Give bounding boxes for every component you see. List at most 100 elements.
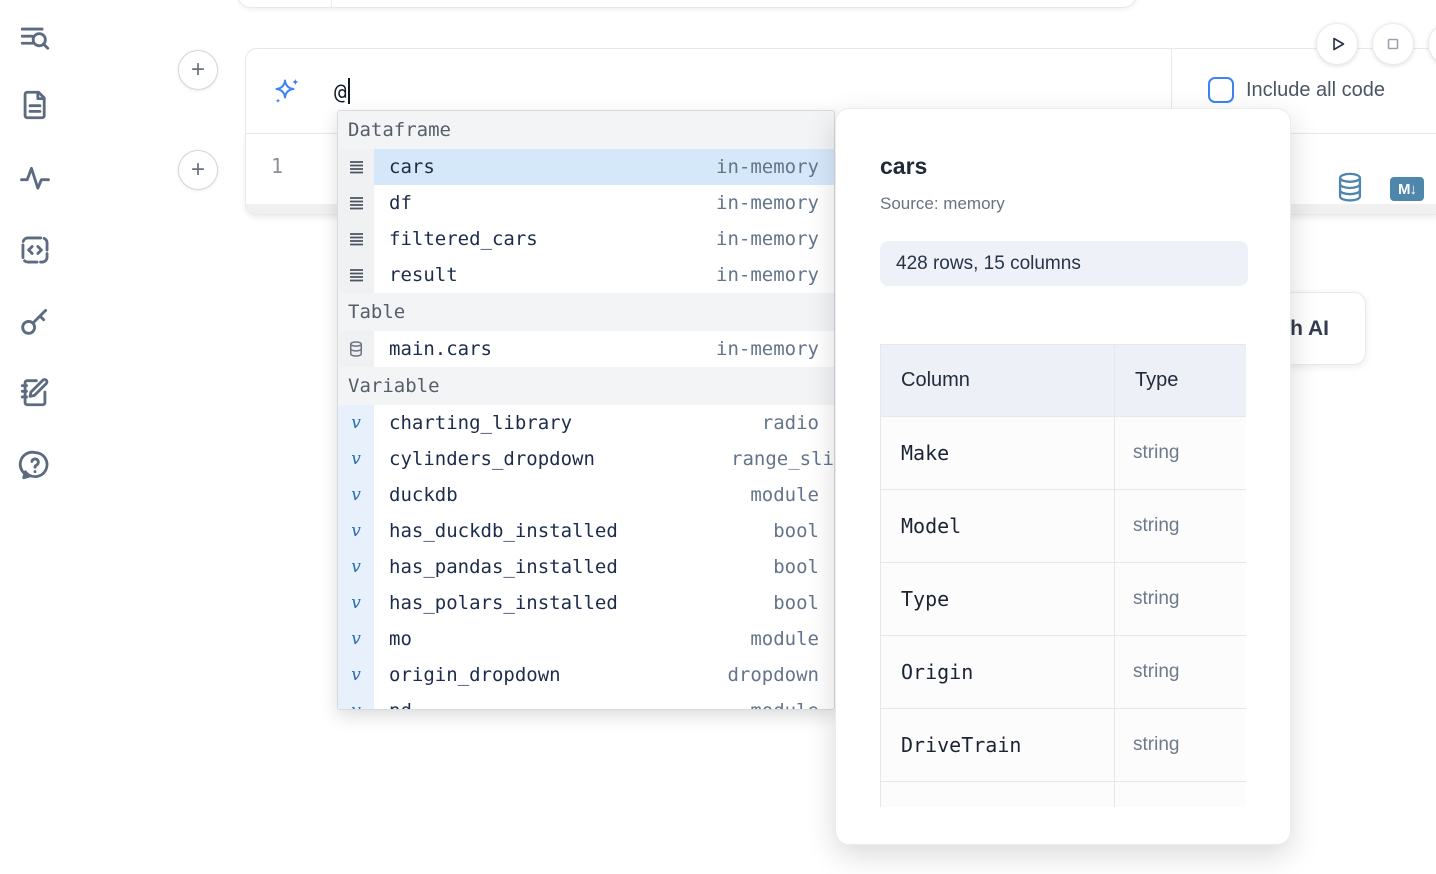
- table-row-clipped: [880, 781, 1246, 807]
- variable-icon: v: [338, 513, 374, 549]
- item-type: dropdown: [727, 664, 819, 686]
- variable-icon: v: [338, 405, 374, 441]
- add-cell-button[interactable]: +: [178, 150, 218, 190]
- autocomplete-item-cars[interactable]: cars in-memory: [338, 149, 834, 185]
- column-header: Column: [880, 344, 1115, 417]
- item-name: charting_library: [389, 412, 573, 434]
- column-type-cell: string: [1114, 416, 1246, 490]
- activity-icon[interactable]: [18, 162, 52, 196]
- item-name: duckdb: [389, 484, 458, 506]
- item-type: in-memory: [716, 156, 819, 178]
- variable-icon: v: [338, 657, 374, 693]
- stop-icon: [1387, 38, 1399, 50]
- table-database-icon: [338, 331, 374, 367]
- variable-icon: v: [338, 693, 374, 709]
- item-type: bool: [773, 520, 819, 542]
- item-type: module: [750, 700, 834, 709]
- ai-prompt-input[interactable]: @: [334, 75, 350, 109]
- type-header: Type: [1114, 344, 1246, 417]
- table-row: DriveTrain string: [880, 708, 1246, 782]
- autocomplete-item-mo[interactable]: v mo module: [338, 621, 834, 657]
- shape-badge: 428 rows, 15 columns: [880, 241, 1248, 286]
- item-name: cylinders_dropdown: [389, 448, 595, 470]
- include-all-code-label[interactable]: Include all code: [1246, 79, 1385, 101]
- variable-icon: v: [338, 549, 374, 585]
- text-caret: [347, 78, 350, 104]
- column-type-cell: string: [1114, 489, 1246, 563]
- line-number: 1: [271, 154, 284, 178]
- autocomplete-item-cylinders-dropdown[interactable]: v cylinders_dropdown range_sli: [338, 441, 834, 477]
- column-name-cell: DriveTrain: [880, 708, 1115, 782]
- column-type-cell: string: [1114, 708, 1246, 782]
- variable-icon: v: [338, 477, 374, 513]
- table-row: Make string: [880, 416, 1246, 490]
- dataframe-icon: [338, 185, 374, 221]
- dataframe-icon: [338, 257, 374, 293]
- autocomplete-item-main-cars[interactable]: main.cars in-memory: [338, 331, 834, 367]
- help-chat-icon[interactable]: [18, 448, 52, 482]
- item-name: result: [389, 264, 458, 286]
- schema-table-wrap: Column Type Make string Model string Typ…: [880, 344, 1246, 807]
- markdown-icon[interactable]: M↓: [1390, 177, 1424, 201]
- list-search-icon[interactable]: [18, 22, 52, 56]
- item-type: module: [750, 628, 819, 650]
- dataframe-icon: [338, 221, 374, 257]
- autocomplete-item-charting-library[interactable]: v charting_library radio: [338, 405, 834, 441]
- item-name: has_duckdb_installed: [389, 520, 618, 542]
- autocomplete-item-origin-dropdown[interactable]: v origin_dropdown dropdown: [338, 657, 834, 693]
- column-name-cell: Type: [880, 562, 1115, 636]
- item-name: df: [389, 192, 412, 214]
- stop-button[interactable]: [1372, 23, 1414, 65]
- include-all-code-checkbox[interactable]: [1208, 77, 1234, 103]
- item-name: pd: [374, 700, 412, 709]
- panel-divider: [1171, 49, 1172, 133]
- database-icon[interactable]: [1336, 172, 1364, 202]
- play-icon: [1333, 37, 1345, 51]
- autocomplete-item-clipped[interactable]: v pd module: [338, 693, 834, 709]
- sidebar: [0, 0, 70, 874]
- item-type: in-memory: [716, 192, 819, 214]
- sparkles-icon: [273, 77, 301, 105]
- autocomplete-item-duckdb[interactable]: v duckdb module: [338, 477, 834, 513]
- section-header-dataframe: Dataframe: [338, 111, 834, 149]
- item-type: module: [750, 484, 819, 506]
- document-icon[interactable]: [18, 88, 52, 122]
- column-name-cell: Model: [880, 489, 1115, 563]
- item-type: in-memory: [716, 228, 819, 250]
- column-name-cell: Make: [880, 416, 1115, 490]
- popup-source: Source: memory: [880, 194, 1005, 213]
- item-name: main.cars: [389, 338, 492, 360]
- autocomplete-item-has-pandas-installed[interactable]: v has_pandas_installed bool: [338, 549, 834, 585]
- autocomplete-item-has-polars-installed[interactable]: v has_polars_installed bool: [338, 585, 834, 621]
- column-name-cell: Origin: [880, 635, 1115, 709]
- autocomplete-item-has-duckdb-installed[interactable]: v has_duckdb_installed bool: [338, 513, 834, 549]
- autocomplete-item-result[interactable]: result in-memory: [338, 257, 834, 293]
- item-type: bool: [773, 592, 819, 614]
- item-name: has_pandas_installed: [389, 556, 618, 578]
- autocomplete-item-df[interactable]: df in-memory: [338, 185, 834, 221]
- key-icon[interactable]: [18, 304, 52, 338]
- notebook-edit-icon[interactable]: [18, 375, 52, 409]
- item-name: has_polars_installed: [389, 592, 618, 614]
- run-cell-button[interactable]: [1316, 23, 1358, 65]
- item-type: in-memory: [716, 338, 819, 360]
- variable-icon: v: [338, 441, 374, 477]
- item-name: filtered_cars: [389, 228, 538, 250]
- item-type: range_sli: [731, 448, 834, 470]
- table-row: Origin string: [880, 635, 1246, 709]
- autocomplete-item-filtered-cars[interactable]: filtered_cars in-memory: [338, 221, 834, 257]
- cell-gutter-divider: [331, 0, 332, 7]
- column-type-cell: string: [1114, 635, 1246, 709]
- section-header-variable: Variable: [338, 367, 834, 405]
- item-name: mo: [389, 628, 412, 650]
- add-cell-button[interactable]: +: [178, 50, 218, 90]
- item-type: radio: [761, 412, 819, 434]
- item-name: origin_dropdown: [389, 664, 561, 686]
- item-name: cars: [389, 156, 435, 178]
- item-type: in-memory: [716, 264, 819, 286]
- code-snippet-icon[interactable]: [18, 233, 52, 267]
- popup-title: cars: [880, 153, 928, 179]
- dataframe-icon: [338, 149, 374, 185]
- table-row: Type string: [880, 562, 1246, 636]
